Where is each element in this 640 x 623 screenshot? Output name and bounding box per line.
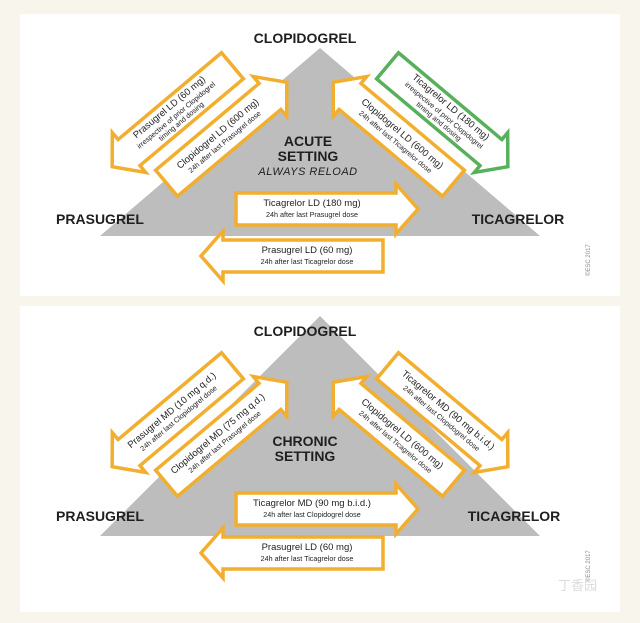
acute-setting-line2: SETTING [278, 148, 339, 164]
chronic-setting-line2: SETTING [275, 448, 336, 464]
chronic-copyright: ©ESC 2017 [585, 550, 592, 582]
arrow-title: Prasugrel LD (60 mg) [262, 245, 353, 256]
acute-prasugrel-label: PRASUGREL [56, 211, 144, 227]
chronic-ticagrelor-label: TICAGRELOR [468, 508, 561, 524]
acute-setting-line1: ACUTE [284, 133, 332, 149]
chronic-arrow-prasugrel-to-ticagrelor: Ticagrelor MD (90 mg b.i.d.) 24h after l… [234, 479, 421, 539]
watermark: 丁香园 [558, 578, 597, 593]
acute-setting-note: ALWAYS RELOAD [257, 166, 357, 178]
acute-triangle [100, 48, 540, 236]
chronic-prasugrel-label: PRASUGREL [56, 508, 144, 524]
chronic-arrow-ticagrelor-to-prasugrel: Prasugrel LD (60 mg) 24h after last Tica… [198, 523, 385, 583]
acute-arrow-prasugrel-to-ticagrelor: Ticagrelor LD (180 mg) 24h after last Pr… [234, 179, 421, 239]
acute-arrow-ticagrelor-to-prasugrel: Prasugrel LD (60 mg) 24h after last Tica… [198, 226, 385, 286]
acute-ticagrelor-label: TICAGRELOR [472, 211, 565, 227]
acute-clopidogrel-label: CLOPIDOGREL [254, 30, 357, 46]
arrow-title: Ticagrelor MD (90 mg b.i.d.) [253, 498, 371, 509]
acute-copyright: ©ESC 2017 [585, 244, 592, 276]
chronic-setting-line1: CHRONIC [272, 433, 337, 449]
arrow-subtitle: 24h after last Prasugrel dose [266, 210, 358, 219]
arrow-subtitle: 24h after last Ticagrelor dose [261, 257, 354, 266]
chronic-clopidogrel-label: CLOPIDOGREL [254, 323, 357, 339]
arrow-title: Ticagrelor LD (180 mg) [263, 198, 360, 209]
arrow-title: Prasugrel LD (60 mg) [262, 542, 353, 553]
arrow-subtitle: 24h after last Clopidogrel dose [263, 510, 361, 519]
arrow-subtitle: 24h after last Ticagrelor dose [261, 554, 354, 563]
